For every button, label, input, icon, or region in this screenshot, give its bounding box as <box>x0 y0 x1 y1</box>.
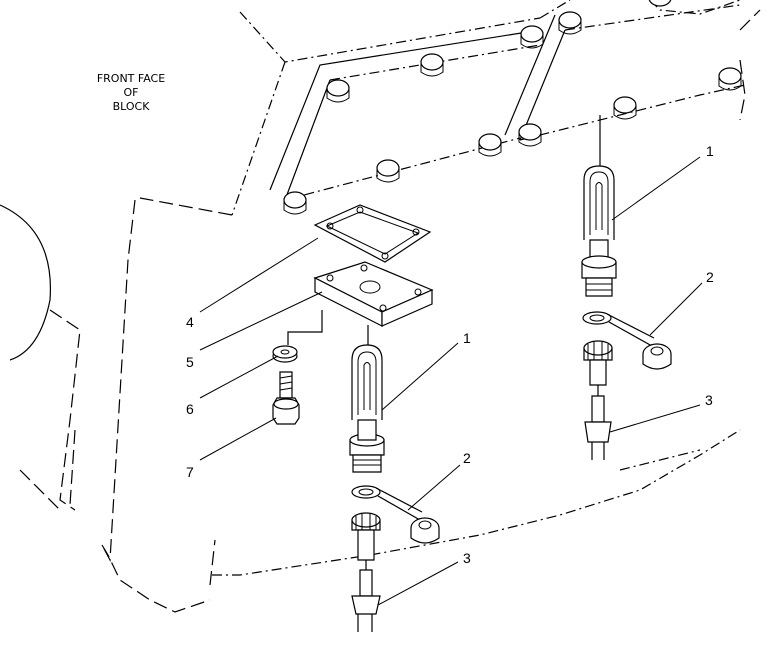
manifold-rail-left <box>269 29 541 201</box>
rail-bolt <box>558 11 582 35</box>
leader-lower-2 <box>407 464 461 511</box>
rail-bolt <box>478 133 502 157</box>
leader-lower-1 <box>381 342 459 411</box>
manifold-rail-right <box>504 4 746 141</box>
leader-lines <box>199 156 703 606</box>
caption-line-3: BLOCK <box>113 100 151 113</box>
callout-gasket-lower: 2 <box>463 450 471 466</box>
callout-washer: 6 <box>186 401 194 417</box>
rail-bolt-heads <box>283 0 742 215</box>
callout-numbers: 1 2 3 1 2 3 4 5 6 7 <box>186 143 714 566</box>
caption-line-1: FRONT FACE <box>97 72 165 85</box>
rail-bolt <box>648 0 672 7</box>
rail-bolt <box>613 96 637 120</box>
leader-7 <box>199 417 277 461</box>
leader-upper-2 <box>649 282 703 336</box>
heater-assembly-upper <box>581 115 672 460</box>
caption-line-2: OF <box>124 86 139 99</box>
heater-element-upper <box>581 165 617 297</box>
callout-bolt: 7 <box>186 464 194 480</box>
gasket-lower <box>351 485 440 544</box>
leader-6 <box>199 355 279 399</box>
cord-plug-lower <box>351 512 381 632</box>
rail-bolt <box>520 25 544 49</box>
adapter-plate <box>313 261 434 327</box>
leader-lower-3 <box>377 561 459 606</box>
bolt-alignment-line <box>287 310 323 345</box>
rail-bolt <box>718 67 742 91</box>
heater-assembly-lower <box>349 325 440 632</box>
rail-bolt <box>376 159 400 183</box>
cord-plug-upper <box>583 340 613 460</box>
heater-element-lower <box>349 344 385 473</box>
leader-5 <box>199 291 323 351</box>
callout-gasket-upper: 2 <box>706 269 714 285</box>
rail-bolt <box>283 191 307 215</box>
callout-heater-lower: 1 <box>463 330 471 346</box>
gasket-upper <box>582 311 672 370</box>
callout-heater-upper: 1 <box>706 143 714 159</box>
washer <box>272 345 298 363</box>
callout-cord-upper: 3 <box>705 392 713 408</box>
leader-upper-1 <box>611 156 701 221</box>
callout-adapter-plate: 5 <box>186 354 194 370</box>
leader-4 <box>199 237 319 313</box>
rail-bolt <box>326 79 350 103</box>
engine-block-outline <box>0 0 761 613</box>
rail-bolt <box>420 53 444 77</box>
bolt <box>272 371 300 425</box>
callout-cord-lower: 3 <box>463 550 471 566</box>
cover-gasket <box>313 204 432 263</box>
front-face-caption: FRONT FACE OF BLOCK <box>97 72 165 113</box>
rail-bolt <box>518 123 542 147</box>
leader-upper-3 <box>609 404 701 433</box>
callout-cover-gasket: 4 <box>186 314 194 330</box>
